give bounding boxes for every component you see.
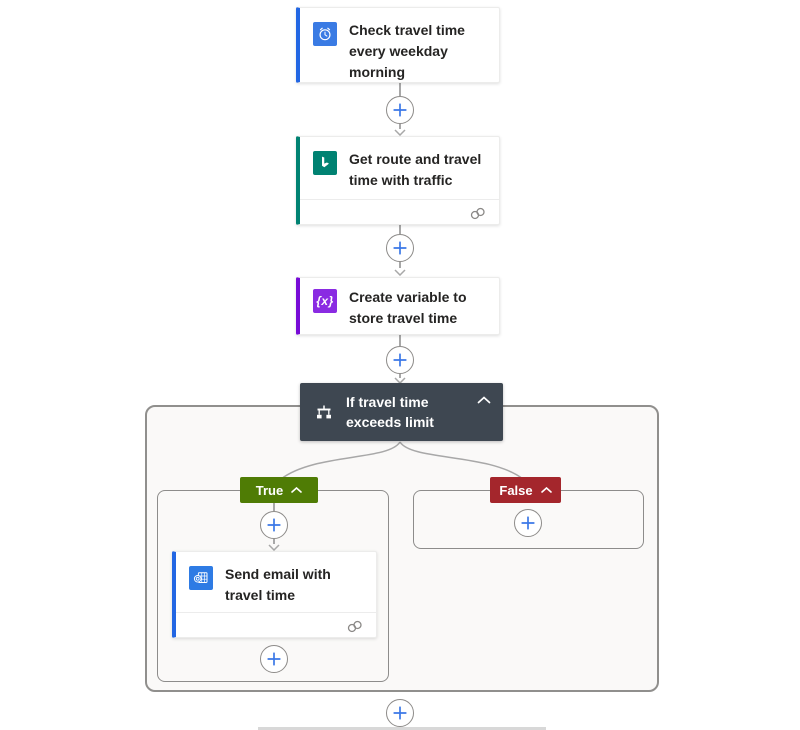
trigger-card[interactable]: Check travel time every weekday morning — [296, 7, 500, 83]
insert-step-button[interactable] — [386, 234, 414, 262]
connector-line — [273, 503, 275, 511]
true-branch-label: True — [255, 482, 284, 498]
chevron-up-icon — [540, 486, 552, 493]
email-card-title: Send email with travel time — [225, 566, 331, 603]
chevron-up-icon[interactable] — [477, 396, 491, 404]
variable-icon: {x} — [313, 289, 337, 313]
connector-line — [399, 335, 401, 346]
insert-step-button[interactable] — [386, 699, 414, 727]
arrow-down-icon — [394, 129, 406, 137]
connector-line — [273, 539, 275, 544]
connector-line — [399, 374, 401, 378]
insert-step-button[interactable] — [260, 511, 288, 539]
plus-icon — [393, 241, 407, 255]
insert-step-button[interactable] — [514, 509, 542, 537]
variable-card-title: Create variable to store travel time — [349, 289, 467, 326]
route-card-title: Get route and travel time with traffic — [349, 151, 482, 188]
email-card[interactable]: Send email with travel time — [172, 551, 377, 638]
recurrence-clock-icon — [313, 22, 337, 46]
connector-line — [399, 83, 401, 96]
plus-icon — [393, 353, 407, 367]
chevron-up-icon — [291, 486, 303, 493]
plus-icon — [267, 652, 281, 666]
trigger-card-title: Check travel time every weekday morning — [349, 22, 465, 80]
condition-card-title: If travel time exceeds limit — [346, 394, 434, 430]
arrow-down-icon — [394, 269, 406, 277]
plus-icon — [393, 103, 407, 117]
connector-line — [399, 225, 401, 234]
connection-icon — [346, 620, 364, 633]
variable-card[interactable]: {x} Create variable to store travel time — [296, 277, 500, 335]
false-branch-label: False — [499, 482, 533, 498]
arrow-down-icon — [268, 544, 280, 552]
insert-step-button[interactable] — [386, 96, 414, 124]
plus-icon — [267, 518, 281, 532]
next-step-card-peek — [258, 727, 546, 730]
condition-branch-icon — [314, 403, 334, 421]
connector-line — [399, 124, 401, 129]
bing-maps-icon — [313, 151, 337, 175]
variable-glyph: {x} — [316, 294, 334, 308]
insert-step-button[interactable] — [386, 346, 414, 374]
connector-line — [399, 262, 401, 268]
plus-icon — [521, 516, 535, 530]
condition-card[interactable]: If travel time exceeds limit — [300, 383, 503, 441]
connection-icon — [469, 207, 487, 220]
plus-icon — [393, 706, 407, 720]
insert-step-button[interactable] — [260, 645, 288, 673]
outlook-icon — [189, 566, 213, 590]
branch-split-connector — [280, 441, 524, 480]
route-card[interactable]: Get route and travel time with traffic — [296, 136, 500, 225]
true-branch-badge[interactable]: True — [240, 477, 318, 503]
false-branch-badge[interactable]: False — [490, 477, 561, 503]
